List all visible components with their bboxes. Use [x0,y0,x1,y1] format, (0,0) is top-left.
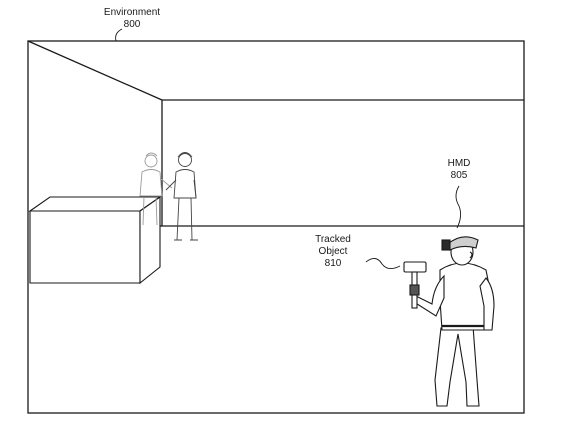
tracked-object-number: 810 [324,258,342,269]
distant-person [165,152,198,241]
leader-tracked-object [365,258,401,269]
user-arm-right [479,277,495,331]
leader-hmd [455,185,462,229]
environment-name: Environment [103,7,161,18]
counter-box [28,195,162,285]
leader-environment [115,28,123,42]
user-with-hmd [413,238,495,407]
tracked-object-line2: Object [318,246,348,257]
environment-number: 800 [123,19,141,30]
tracked-object-line1: Tracked [315,234,351,245]
ceiling-edge-left [27,40,163,101]
environment-label: Environment 800 [96,7,168,31]
ghost-person [139,152,173,226]
tracked-object-label: Tracked Object 810 [302,234,364,270]
user-legs [434,325,480,407]
background-persons [139,152,198,241]
leader-lines [115,28,462,269]
tracked-object-device [403,261,427,309]
hmd-label: HMD 805 [434,158,484,182]
hmd-number: 805 [450,170,468,181]
hmd-device [441,236,479,251]
user-torso [439,262,493,331]
environment-room [27,40,525,414]
room-frame [27,40,525,414]
user-arm-left [413,274,445,317]
hmd-name: HMD [447,158,471,169]
